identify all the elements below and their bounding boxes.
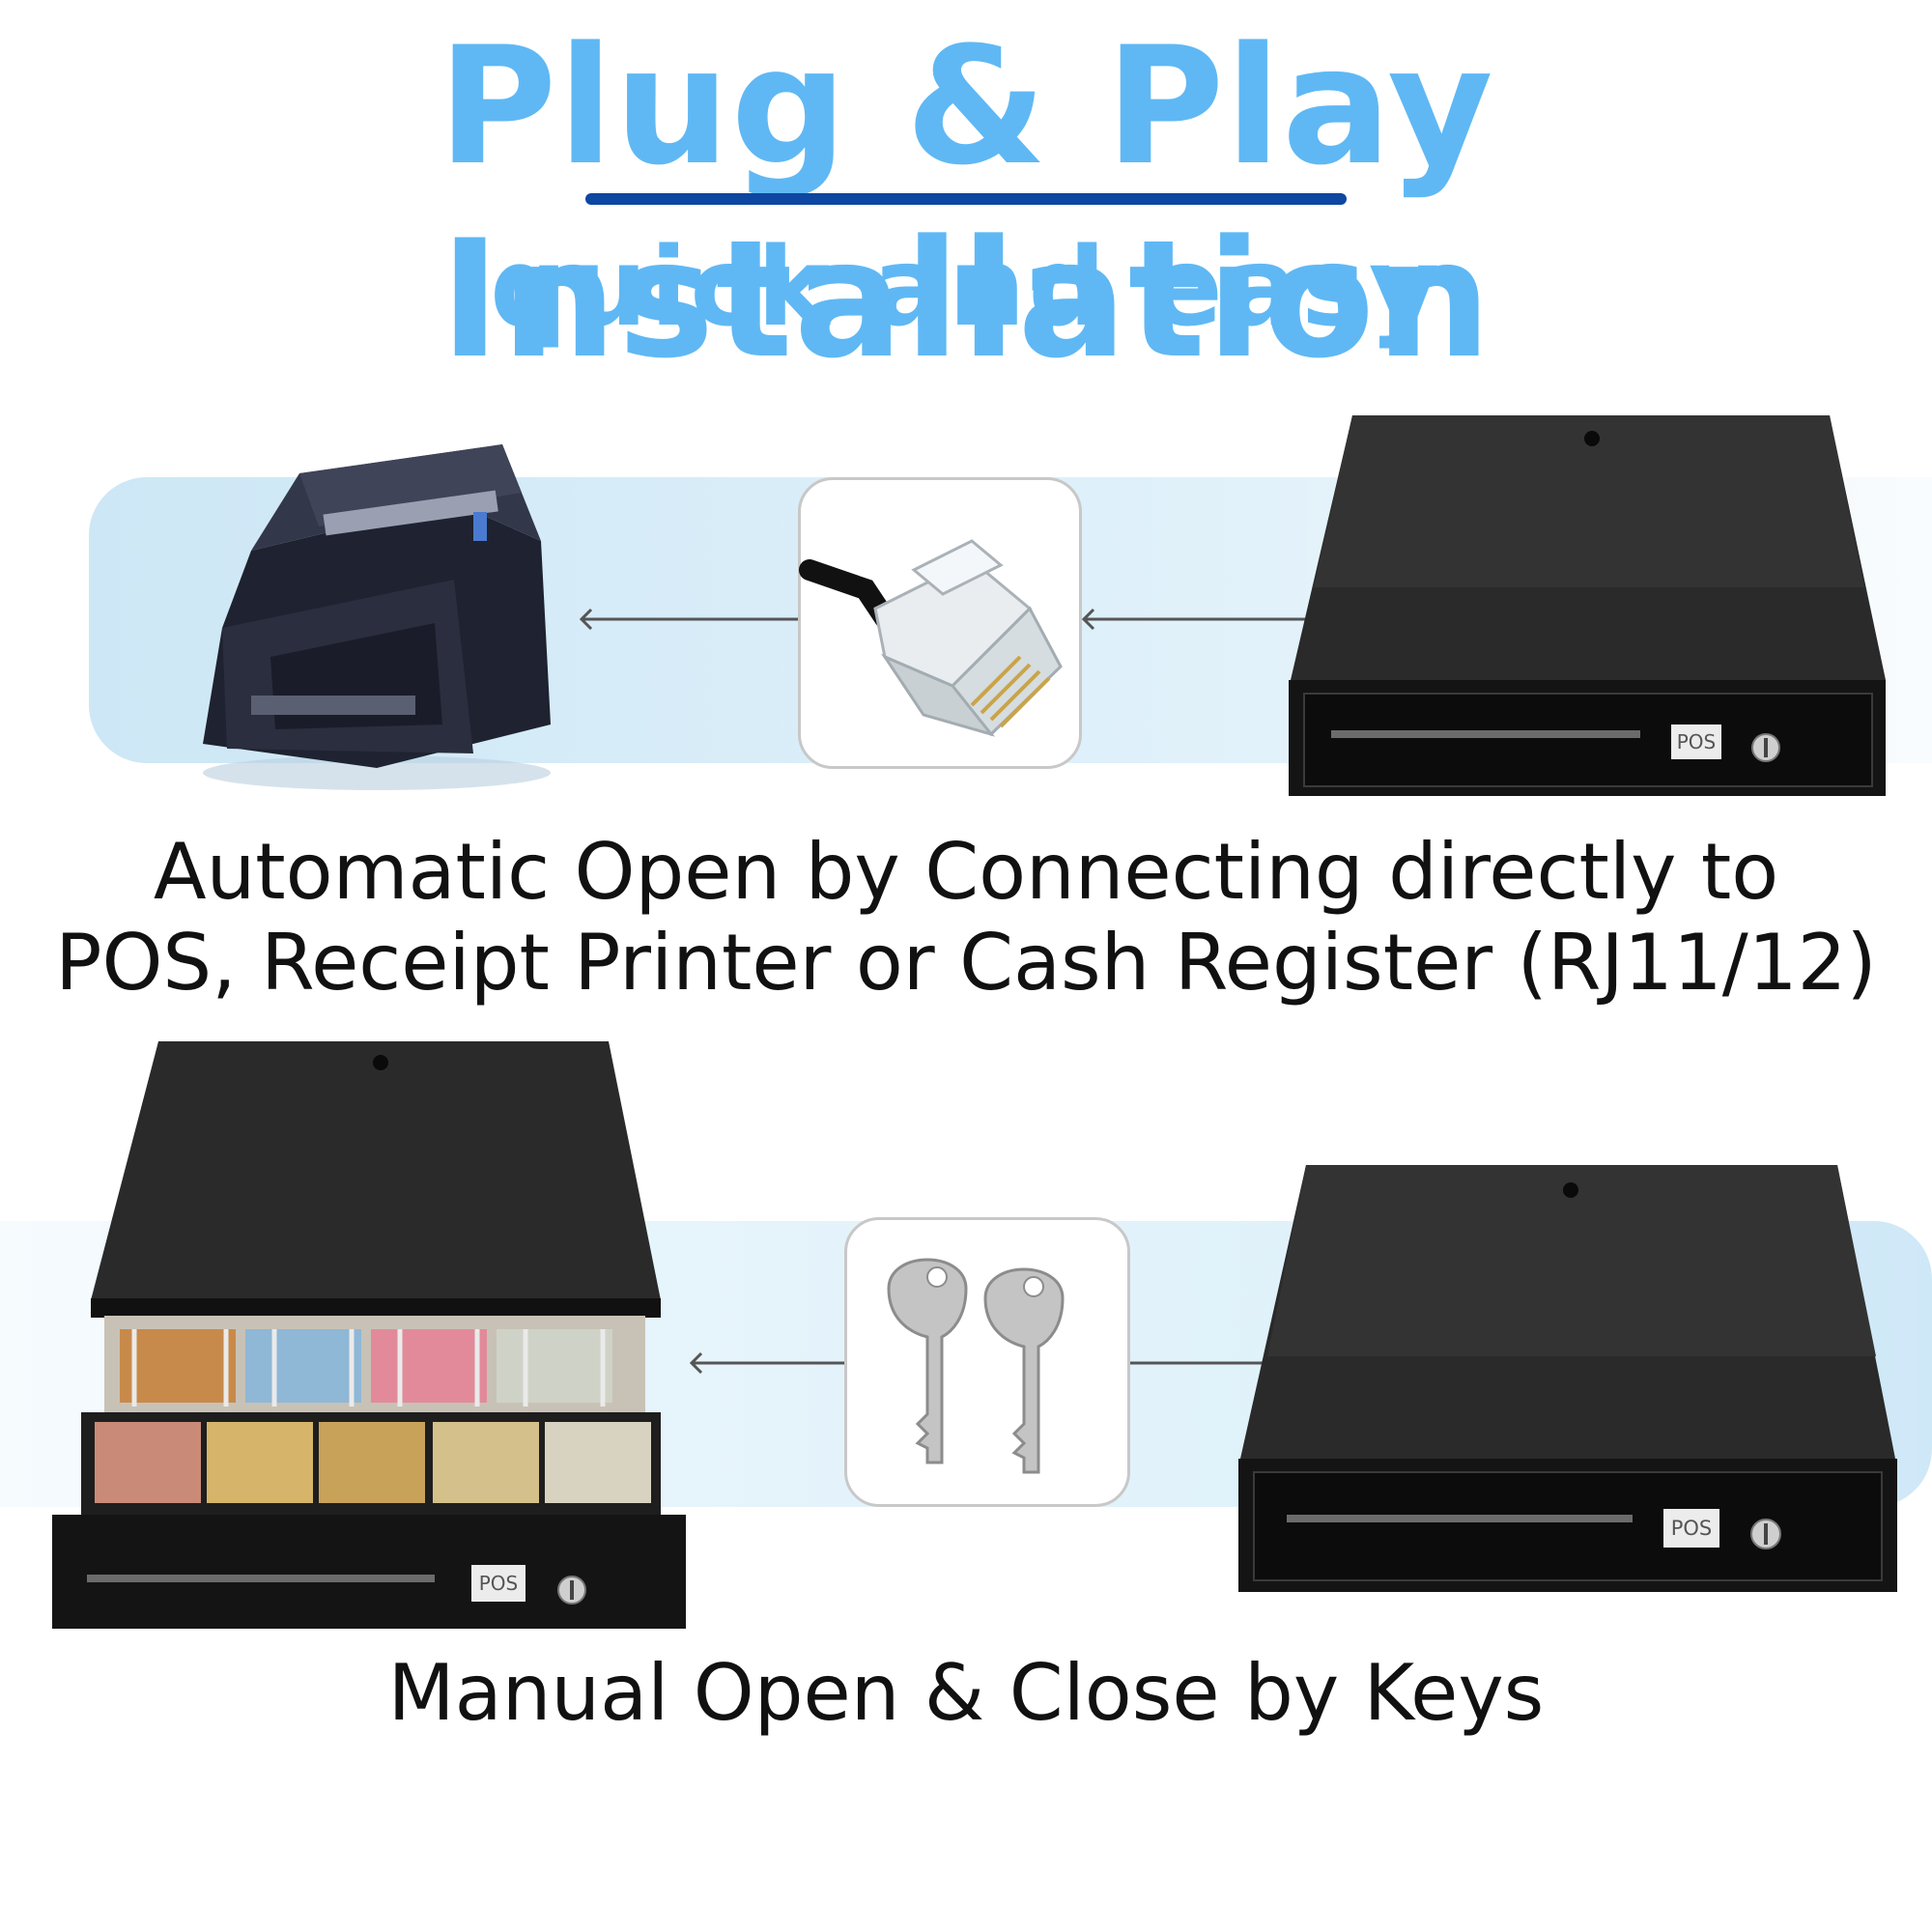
caption-line-1: Automatic Open by Connecting directly to [153,827,1779,917]
drawer-badge: POS [1671,1517,1713,1540]
receipt-printer-icon [203,444,551,790]
keys-card [844,1217,1130,1507]
cash-drawer-icon: POS [1289,415,1886,796]
page-title: Plug & Play Installation [438,12,1494,394]
title-underline [585,193,1347,205]
section-1-caption: Automatic Open by Connecting directly to… [0,827,1932,1009]
arrow-left-icon [579,608,798,631]
drawer-badge: POS [479,1572,519,1595]
caption-line-2: POS, Receipt Printer or Cash Register (R… [55,918,1877,1008]
arrow-divider [1128,1361,1264,1365]
section-2-caption: Manual Open & Close by Keys [387,1648,1545,1738]
keys-icon [887,1258,1065,1474]
cash-drawer-icon: POS [1238,1165,1897,1592]
rj11-cable-icon [799,539,1063,737]
arrow-left-icon [689,1351,844,1375]
arrow-left-icon [1081,608,1306,631]
drawer-badge: POS [1677,730,1717,753]
page-subtitle: quick and easy [490,225,1442,351]
open-cash-drawer-icon: POS [52,1041,686,1629]
